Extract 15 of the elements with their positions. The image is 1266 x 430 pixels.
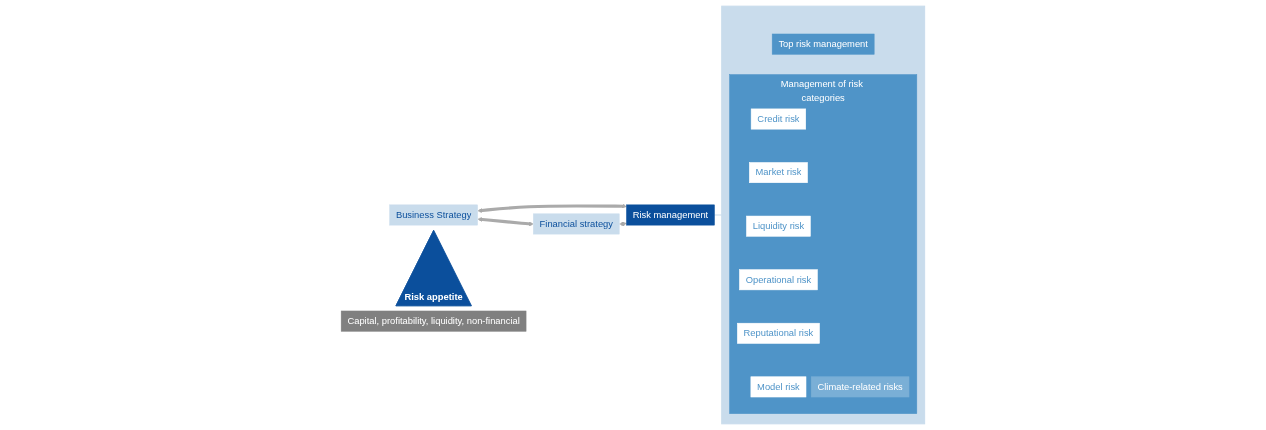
node-box: Liquidity risk (746, 215, 811, 237)
node-box: Top risk management (772, 33, 875, 55)
node-box: Risk management (626, 204, 715, 226)
node-box: Reputational risk (737, 322, 820, 344)
node-box: Credit risk (750, 108, 807, 130)
node-box: Climate-related risks (811, 376, 910, 398)
arrow (477, 203, 627, 213)
arrow (477, 217, 534, 227)
cluster (721, 5, 926, 425)
node-box: Capital, profitability, liquidity, non-financial (341, 310, 527, 332)
node-box: Business Strategy (389, 204, 478, 226)
node-box: Operational risk (739, 269, 818, 291)
node-box: Financial strategy (533, 213, 620, 235)
node-box: Model risk (750, 376, 807, 398)
node-box: Market risk (749, 162, 808, 183)
